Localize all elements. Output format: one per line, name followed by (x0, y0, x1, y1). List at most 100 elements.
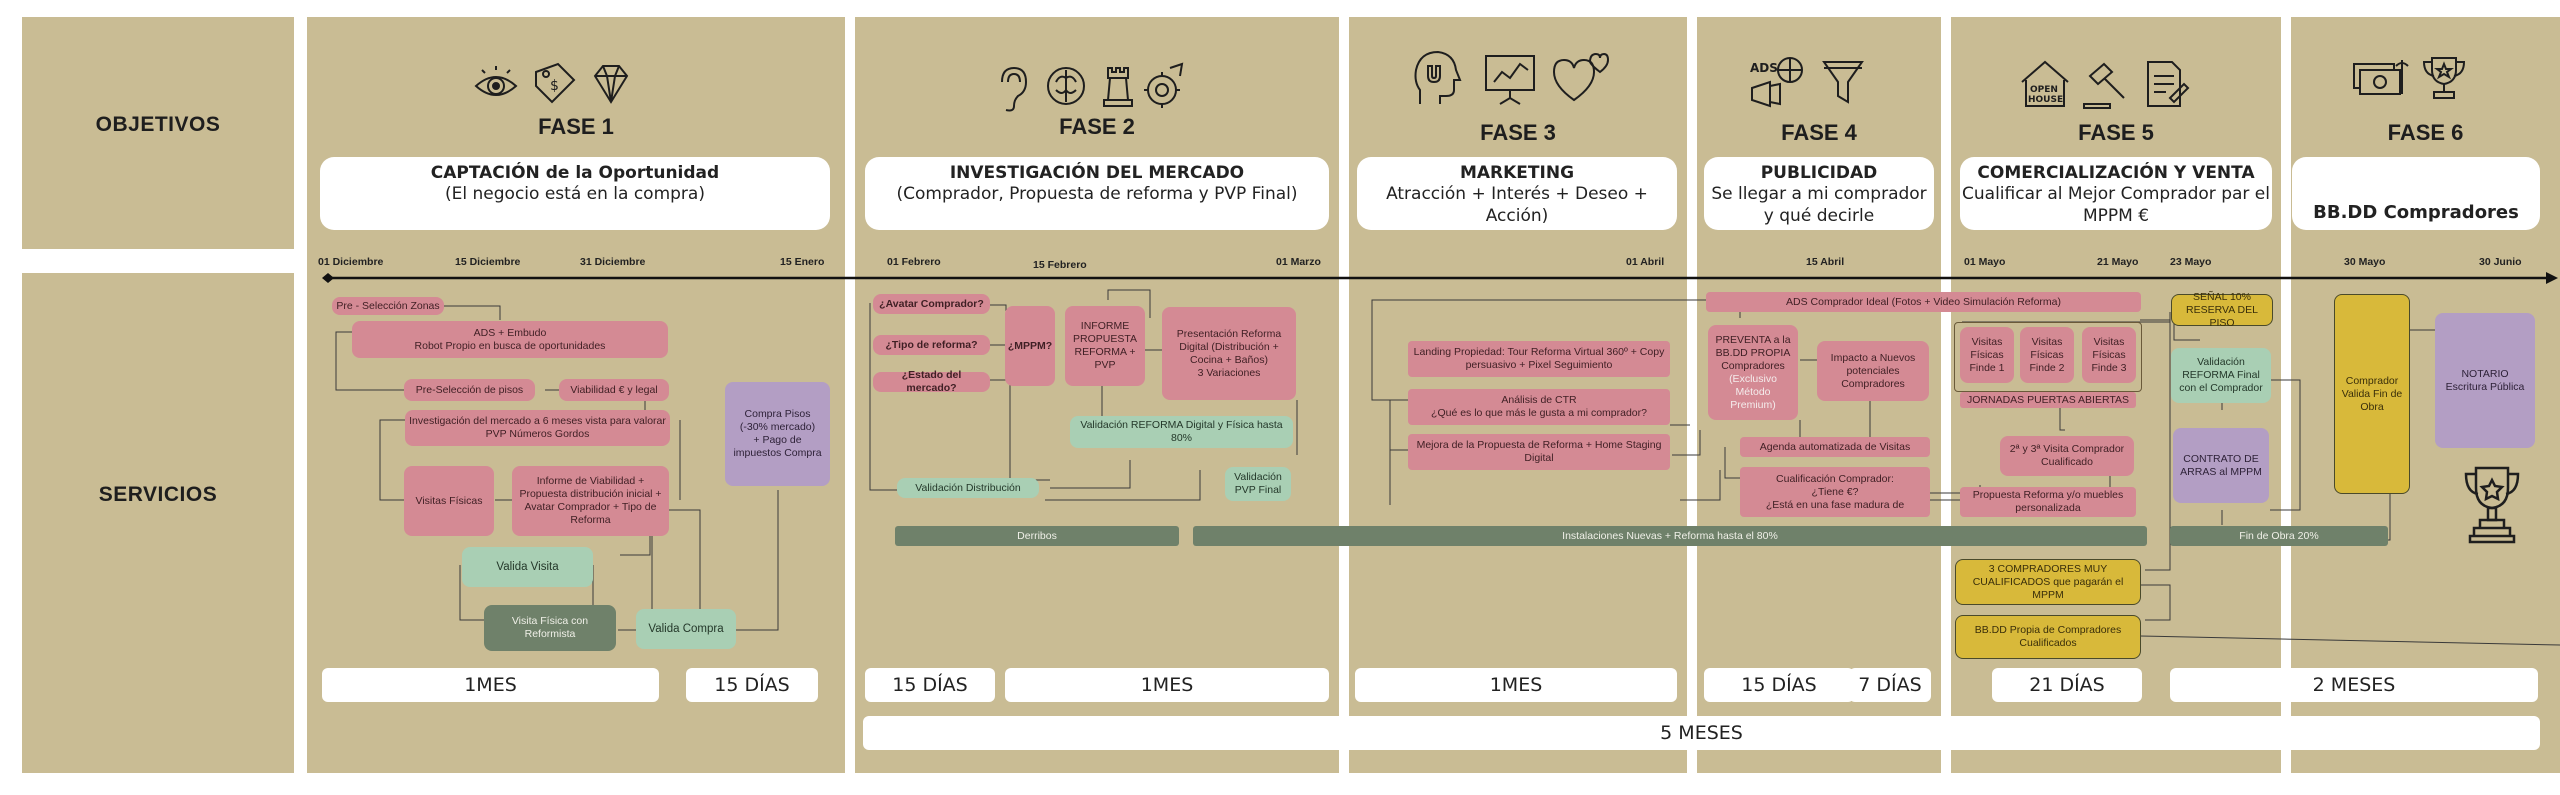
duration-pill: 15 DÍAS (686, 668, 818, 702)
magnet-head-icon (1414, 50, 1462, 104)
senal-box: SEÑAL 10% RESERVA DEL PISO (2171, 291, 2273, 329)
eye-icon (474, 66, 518, 96)
landing-box: Landing Propiedad: Tour Reforma Virtual … (1408, 341, 1670, 377)
ear-icon (1001, 66, 1028, 112)
viabilidad-box: Viabilidad € y legal (559, 379, 669, 401)
phase-6-title: BB.DD Compradores (2313, 202, 2519, 223)
tres-compradores-box: 3 COMPRADORES MUY CUALIFICADOS que pagar… (1955, 559, 2141, 605)
tipo-reforma-box: ¿Tipo de reforma? (873, 335, 990, 355)
date-label: 15 Diciembre (455, 256, 521, 268)
phase-3-title: MARKETING (1459, 163, 1575, 183)
informe-viabilidad-box: Informe de Viabilidad + Propuesta distri… (512, 466, 669, 536)
servicios-label: SERVICIOS (98, 483, 218, 506)
phase-2-title: INVESTIGACIÓN DEL MERCADO (949, 163, 1245, 183)
investigacion-mercado-box: Investigación del mercado a 6 meses vist… (405, 410, 670, 446)
agenda-box: Agenda automatizada de Visitas (1740, 437, 1930, 457)
objetivos-panel (22, 17, 294, 249)
duration-pill: 7 DÍAS (1849, 668, 1931, 702)
mejora-propuesta-box: Mejora de la Propuesta de Reforma + Home… (1408, 434, 1670, 470)
visitas-finde-2-box: Visitas Físicas Finde 2 (2020, 327, 2074, 383)
phase-1-name: FASE 1 (538, 114, 614, 139)
date-label: 01 Abril (1626, 256, 1665, 268)
phase-6-objective-card: BB.DD Compradores (2292, 157, 2540, 230)
phase-4-subtitle: Se llegar a mi comprador y qué decirle (1711, 184, 1927, 226)
instalaciones-bar: Instalaciones Nuevas + Reforma hasta el … (1193, 526, 2147, 546)
validacion-pvp-box: Validación PVP Final (1225, 467, 1291, 501)
date-label: 01 Marzo (1276, 256, 1321, 268)
phase-3-objective-card: MARKETING Atracción + Interés + Deseo + … (1357, 157, 1677, 230)
phase-3-name: FASE 3 (1480, 120, 1556, 145)
date-label: 21 Mayo (2097, 256, 2139, 268)
date-label: 15 Febrero (1033, 259, 1087, 271)
visitas-finde-1-box: Visitas Físicas Finde 1 (1960, 327, 2014, 383)
contract-icon (2147, 61, 2190, 107)
date-label: 15 Enero (780, 256, 825, 268)
date-label: 01 Diciembre (318, 256, 384, 268)
valida-compra-box: Valida Compra (636, 609, 736, 649)
total-duration-pill: 5 MESES (863, 716, 2540, 750)
ads-embudo-box: ADS + Embudo Robot Propio en busca de op… (352, 321, 668, 358)
validacion-reforma-box: Validación REFORMA Digital y Física hast… (1070, 416, 1293, 448)
svg-text:HOUSE: HOUSE (2028, 95, 2063, 105)
bbdd-propia-box: BB.DD Propia de Compradores Cualificados (1955, 615, 2141, 659)
objetivos-label: OBJETIVOS (95, 113, 221, 136)
duration-pill: 1MES (322, 668, 659, 702)
visitas-group (1954, 322, 2142, 392)
presentacion-reforma-box: Presentación Reforma Digital (Distribuci… (1162, 307, 1296, 400)
date-label: 01 Mayo (1964, 256, 2006, 268)
svg-text:ADS: ADS (1750, 61, 1778, 75)
date-label: 30 Mayo (2344, 256, 2386, 268)
duration-pill: 2 MESES (2170, 668, 2538, 702)
comprador-valida-box: Comprador Valida Fin de Obra (2334, 294, 2410, 494)
diamond-icon (593, 65, 629, 104)
date-label: 23 Mayo (2170, 256, 2212, 268)
mppm-box: ¿MPPM? (1005, 306, 1055, 386)
visita-reformista-box: Visita Física con Reformista (484, 605, 616, 651)
derribos-bar: Derribos (895, 526, 1179, 546)
phase-2-subtitle: (Comprador, Propuesta de reforma y PVP F… (896, 184, 1298, 204)
svg-text:$: $ (550, 78, 559, 94)
date-label: 15 Abril (1806, 256, 1845, 268)
compra-pisos-box: Compra Pisos (-30% mercado) + Pago de im… (725, 382, 830, 486)
contrato-arras-box: CONTRATO DE ARRAS al MPPM (2173, 428, 2269, 503)
informe-propuesta-box: INFORME PROPUESTA REFORMA + PVP (1065, 306, 1145, 386)
ads-comprador-box: ADS Comprador Ideal (Fotos + Video Simul… (1706, 292, 2141, 312)
money-icon (2353, 60, 2409, 95)
gear-target-icon (1144, 62, 1184, 108)
phase-2-objective-card: INVESTIGACIÓN DEL MERCADO (Comprador, Pr… (865, 157, 1329, 230)
visitas-finde-3-box: Visitas Físicas Finde 3 (2082, 327, 2136, 383)
date-label: 30 Junio (2479, 256, 2522, 268)
heart-icon (1552, 52, 1610, 102)
impacto-box: Impacto a Nuevos potenciales Compradores (1817, 341, 1929, 401)
validacion-final-box: Validación REFORMA Final con el Comprado… (2171, 348, 2271, 403)
phase-5-subtitle: Cualificar al Mejor Comprador par el MPP… (1962, 184, 2270, 226)
phase-5-objective-card: COMERCIALIZACIÓN Y VENTA Cualificar al M… (1960, 157, 2272, 230)
phase-6-name: FASE 6 (2387, 120, 2464, 145)
cualificacion-box: Cualificación Comprador: ¿Tiene €? ¿Está… (1740, 467, 1930, 517)
trophy-icon (2464, 466, 2520, 544)
preseleccion-zonas-box: Pre - Selección Zonas (332, 297, 444, 315)
phase-1-subtitle: (El negocio está en la compra) (445, 184, 705, 204)
trophy-icon (2422, 57, 2466, 99)
notario-box: NOTARIO Escritura Pública (2435, 313, 2535, 448)
avatar-comprador-box: ¿Avatar Comprador? (873, 294, 990, 314)
timeline-arrow (322, 272, 2558, 284)
phase-5-name: FASE 5 (2078, 120, 2154, 145)
duration-pill: 1MES (1005, 668, 1329, 702)
duration-pill: 15 DÍAS (1704, 668, 1854, 702)
preventa-box: PREVENTA a la BB.DD PROPIA Compradores (… (1708, 325, 1798, 420)
phase-4-name: FASE 4 (1781, 120, 1857, 145)
estado-mercado-box: ¿Estado del mercado? (873, 369, 990, 394)
propuesta-muebles-box: Propuesta Reforma y/o muebles personaliz… (1960, 487, 2136, 517)
servicios-panel (22, 273, 294, 773)
analisis-ctr-box: Análisis de CTR ¿Qué es lo que más le gu… (1408, 389, 1670, 425)
presentation-screen-icon (1485, 55, 1535, 105)
phase-2-name: FASE 2 (1059, 114, 1135, 139)
brain-icon (1047, 67, 1085, 105)
duration-pill: 15 DÍAS (865, 668, 995, 702)
preseleccion-pisos-box: Pre-Selección de pisos (404, 379, 535, 401)
duration-pill: 1MES (1355, 668, 1677, 702)
valida-visita-box: Valida Visita (462, 547, 593, 587)
visitas-fisicas-box: Visitas Físicas (404, 466, 494, 536)
